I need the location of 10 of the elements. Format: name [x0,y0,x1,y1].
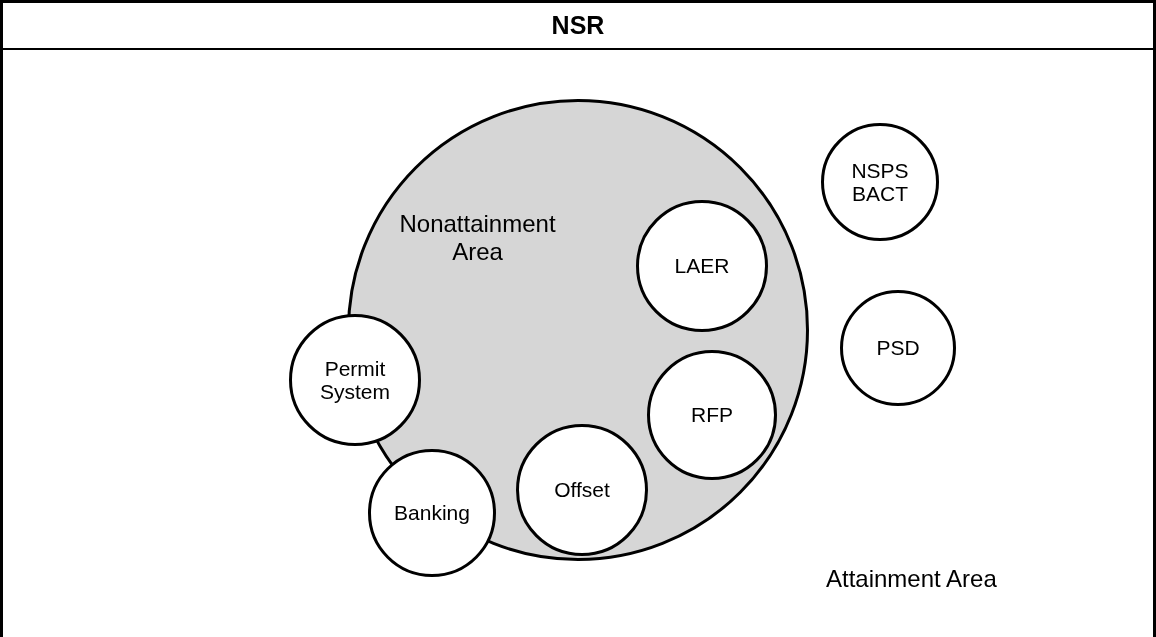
heading: NSR [3,3,1153,50]
circle-label: Offset [554,478,610,502]
circle-label: RFP [691,403,733,427]
circle-label: PSD [876,336,920,360]
circle-label: NSPS BACT [850,158,910,206]
area-label: Attainment Area [826,565,997,593]
circle-label: Banking [394,501,470,525]
circle-label: Permit System [319,356,391,404]
area-label: Nonattainment Area [398,210,557,266]
circle-label: LAER [674,254,730,278]
